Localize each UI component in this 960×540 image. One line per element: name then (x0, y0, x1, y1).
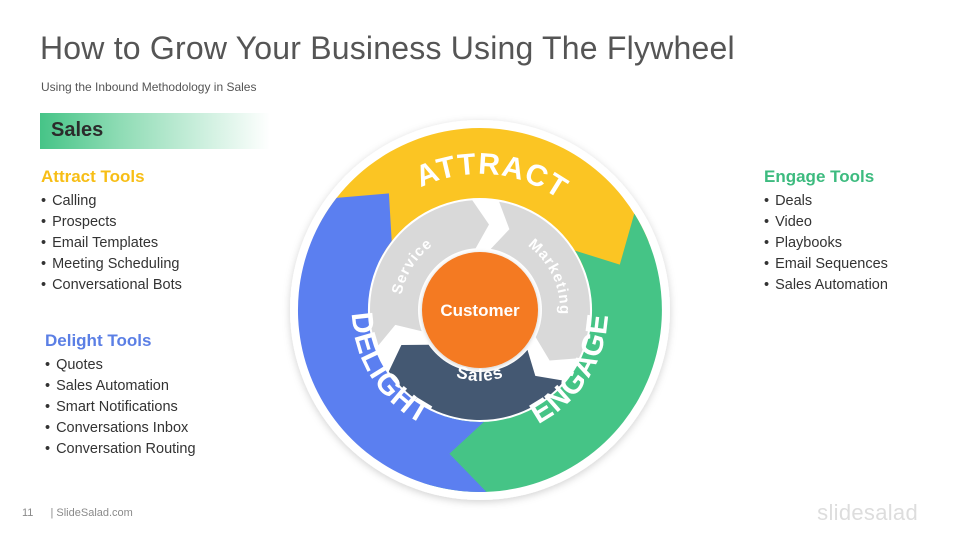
list-item: Prospects (41, 212, 182, 233)
attract-tools-list: Calling Prospects Email Templates Meetin… (41, 191, 182, 296)
section-label: Sales (51, 119, 104, 141)
list-item: Calling (41, 191, 182, 212)
marketing-arc (490, 201, 591, 361)
list-item: Email Templates (41, 233, 182, 254)
attract-tools-title: Attract Tools (41, 167, 145, 186)
service-arc (369, 200, 489, 348)
customer-label: Customer (440, 301, 520, 320)
customer-circle (422, 252, 538, 368)
list-item: Deals (764, 191, 888, 212)
delight-tools-title: Delight Tools (45, 331, 152, 350)
slide-subtitle: Using the Inbound Methodology in Sales (41, 80, 257, 94)
list-item: Conversational Bots (41, 275, 182, 296)
delight-tools-list: Quotes Sales Automation Smart Notificati… (45, 355, 196, 460)
attract-tools: Attract Tools Calling Prospects Email Te… (41, 167, 182, 296)
list-item: Playbooks (764, 233, 888, 254)
engage-tools: Engage Tools Deals Video Playbooks Email… (764, 167, 888, 296)
slidesalad-logo: slidesalad (817, 500, 918, 525)
list-item: Sales Automation (45, 376, 196, 397)
sales-label: Sales (455, 362, 506, 385)
list-item: Smart Notifications (45, 397, 196, 418)
list-item: Video (764, 212, 888, 233)
engage-tools-title: Engage Tools (764, 167, 875, 186)
list-item: Meeting Scheduling (41, 254, 182, 275)
attract-arc (319, 128, 649, 290)
footer: 11 | SlideSalad.com (22, 507, 133, 519)
outer-ring (297, 128, 662, 493)
list-item: Conversation Routing (45, 439, 195, 460)
delight-tools: Delight Tools Quotes Sales Automation Sm… (45, 331, 196, 460)
delight-arc (297, 193, 487, 493)
list-item: Quotes (45, 355, 196, 376)
list-item: Sales Automation (764, 275, 888, 296)
list-item: Conversations Inbox (45, 418, 196, 439)
section-header: Sales (40, 113, 270, 149)
page-number: 11 (22, 507, 34, 519)
engage-tools-list: Deals Video Playbooks Email Sequences Sa… (764, 191, 888, 296)
inner-ring (369, 200, 591, 421)
list-item: Email Sequences (764, 254, 888, 275)
slide-title: How to Grow Your Business Using The Flyw… (40, 30, 735, 66)
footer-text: | SlideSalad.com (50, 507, 133, 519)
sales-arc (388, 344, 565, 421)
